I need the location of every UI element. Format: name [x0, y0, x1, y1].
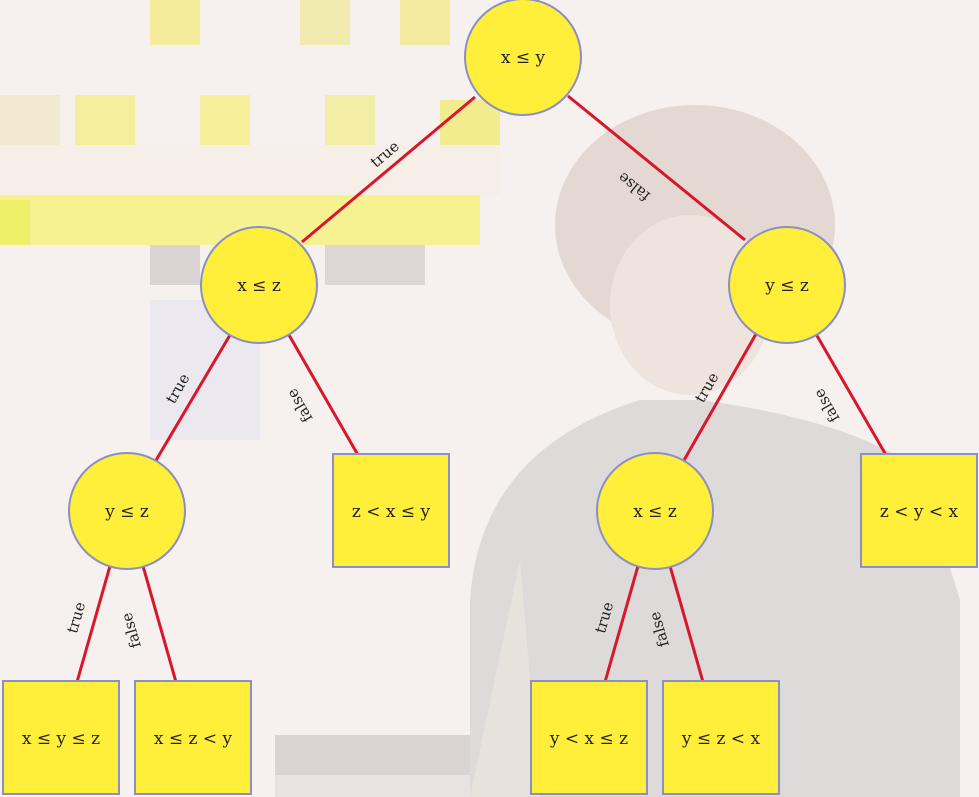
edge-n2-n4 [153, 334, 232, 463]
pixelated-overlay [0, 0, 500, 797]
leaf-label: x ≤ z < y [154, 729, 233, 749]
decision-node-left: x ≤ z [200, 226, 318, 344]
edge-label-n2-l1: false [283, 385, 317, 425]
decision-node-left-left: y ≤ z [68, 452, 186, 570]
leaf-node: y < x ≤ z [530, 680, 648, 795]
decision-node-right-left: x ≤ z [596, 452, 714, 570]
edge-n3-l2 [814, 333, 888, 456]
edge-n5-l5 [603, 565, 640, 683]
edge-label-n5-l6: false [646, 610, 673, 650]
edge-label-n1-n3: false [614, 169, 653, 206]
edge-label-n2-n4: true [162, 370, 194, 407]
leaf-label: y < x ≤ z [549, 729, 628, 749]
edge-n1-n2 [301, 95, 476, 244]
decision-node-label: x ≤ z [237, 276, 281, 296]
leaf-node: y ≤ z < x [662, 680, 780, 795]
leaf-node: x ≤ z < y [134, 680, 252, 795]
decision-node-label: y ≤ z [764, 276, 809, 296]
decision-nodes: x ≤ y x ≤ z y ≤ z y ≤ z x ≤ z [68, 0, 846, 570]
edge-n4-l3 [75, 565, 112, 683]
leaf-label: z < x ≤ y [352, 502, 431, 522]
leaf-label: y ≤ z < x [681, 729, 761, 749]
leaf-node: z < y < x [860, 453, 978, 568]
edge-n5-l6 [668, 565, 705, 683]
leaf-nodes: z < x ≤ y z < y < x x ≤ y ≤ z x ≤ z < y … [2, 453, 978, 795]
decision-node-label: y ≤ z [104, 502, 149, 522]
decision-node-label: x ≤ y [501, 48, 546, 68]
edge-label-n1-n2: true [367, 137, 403, 171]
leaf-node: z < x ≤ y [332, 453, 450, 568]
edge-n1-n3 [567, 94, 746, 242]
decision-node-label: x ≤ z [633, 502, 677, 522]
edge-label-n5-l5: true [591, 600, 617, 636]
edge-label-n4-l4: false [118, 611, 145, 651]
decision-node-right: y ≤ z [728, 226, 846, 344]
edge-n3-n5 [681, 333, 758, 463]
edges: true false true false true false true fa… [63, 94, 888, 683]
edge-n2-l1 [287, 334, 360, 456]
edge-n4-l4 [141, 565, 178, 683]
edge-label-n4-l3: true [63, 600, 89, 636]
edge-label-n3-l2: false [810, 385, 844, 425]
leaf-label: z < y < x [880, 502, 959, 522]
decision-node-root: x ≤ y [464, 0, 582, 116]
leaf-node: x ≤ y ≤ z [2, 680, 120, 795]
leaf-label: x ≤ y ≤ z [22, 729, 100, 749]
